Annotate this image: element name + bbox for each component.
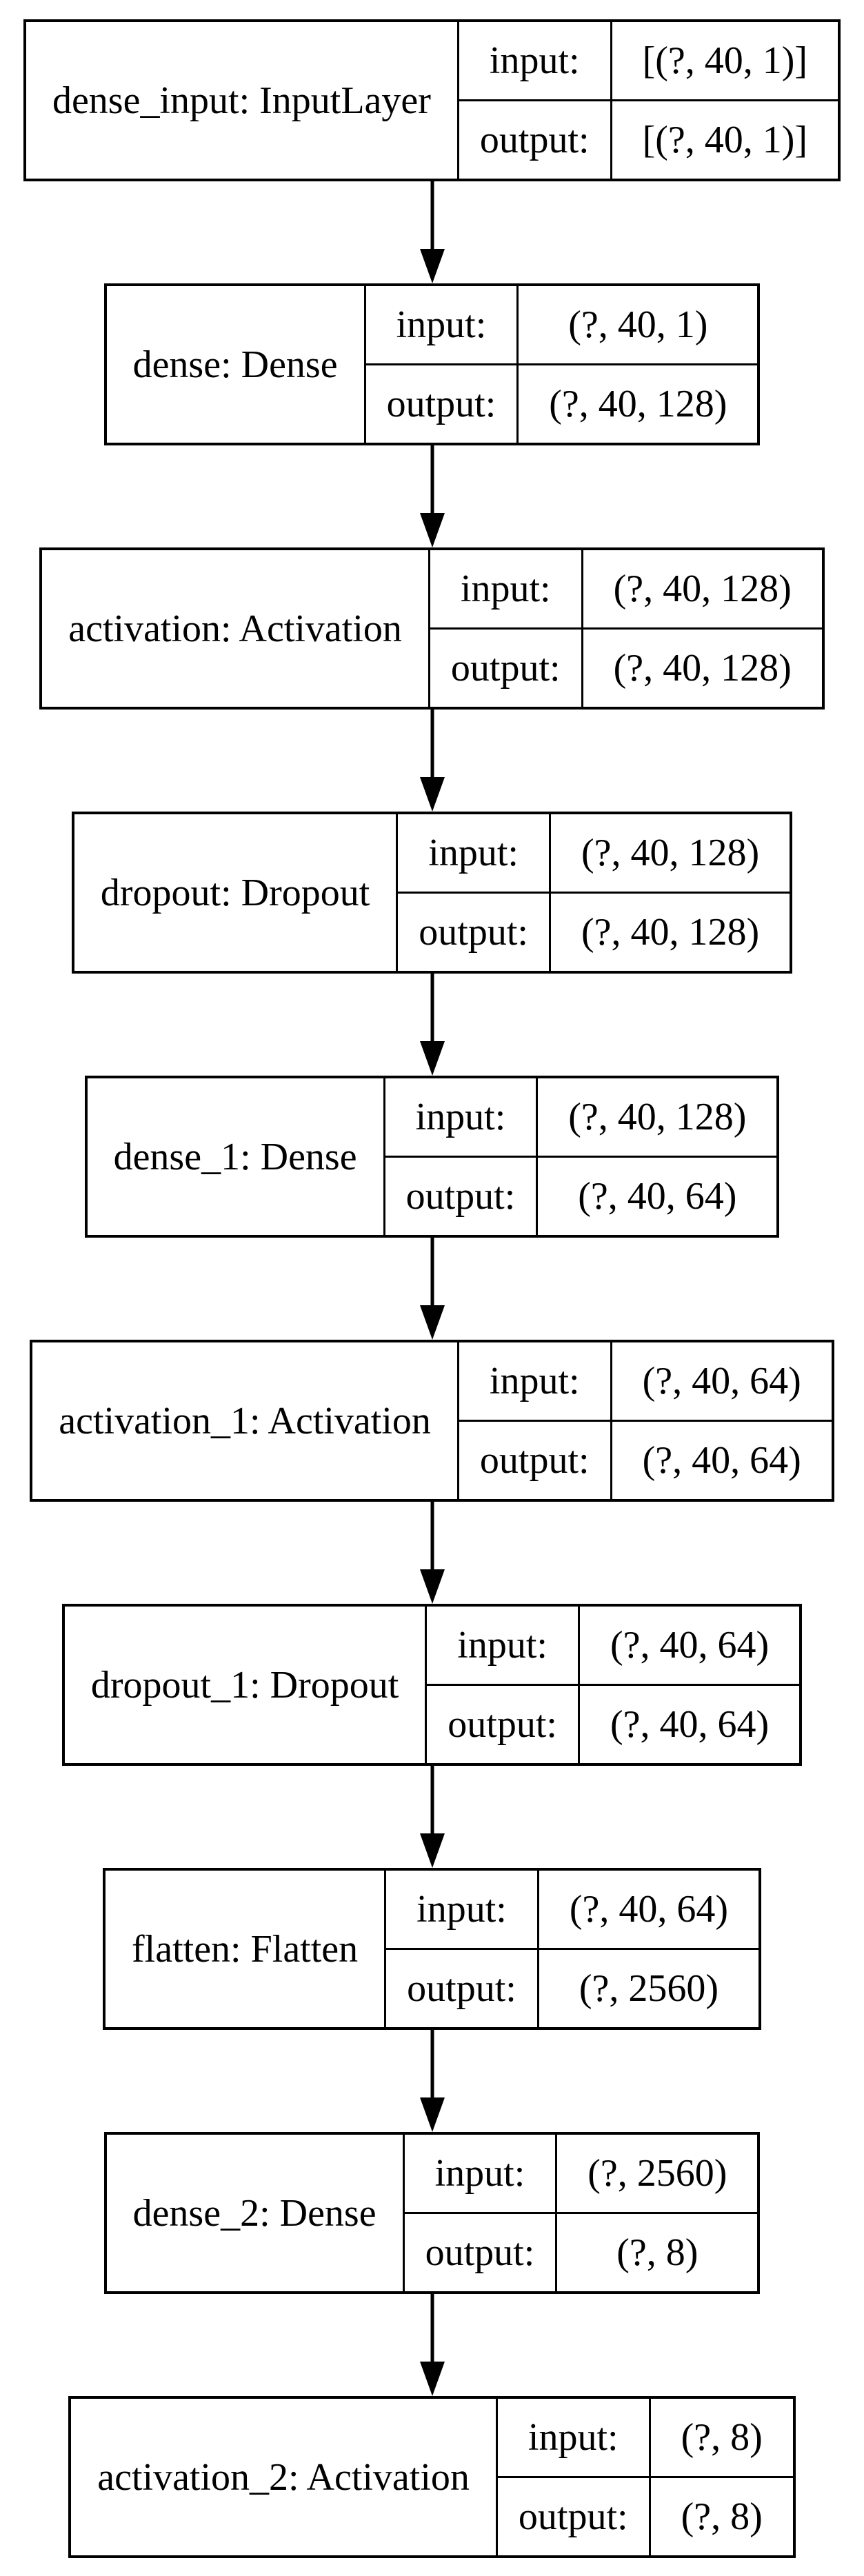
arrow-down-icon [419,513,445,547]
arrow-shaft [430,974,434,1044]
input-label: input: [383,1076,539,1158]
output-shape: (?, 8) [555,2212,760,2294]
input-label: input: [363,283,519,365]
arrow-down-icon [419,1305,445,1340]
input-shape: (?, 40, 1) [516,283,760,365]
layer-node-dropout: dropout: Dropout input: (?, 40, 128) out… [71,812,793,974]
output-shape: (?, 40, 64) [536,1156,779,1238]
arrow-shaft [430,2030,434,2100]
output-label: output: [456,99,612,181]
output-shape: (?, 2560) [536,1948,761,2030]
arrow-down-icon [419,1833,445,1868]
output-label: output: [384,1948,539,2030]
output-label: output: [363,363,519,445]
layer-node-dense: dense: Dense input: (?, 40, 1) output: (… [103,283,761,445]
input-label: input: [428,547,583,630]
input-label: input: [456,19,612,101]
arrow-shaft [430,1238,434,1308]
input-label: input: [384,1868,539,1950]
layer-name: dense_input: InputLayer [23,19,459,181]
connector-arrow [417,2030,448,2132]
output-shape: (?, 40, 128) [548,892,792,974]
input-label: input: [402,2132,558,2214]
arrow-shaft [430,2294,434,2364]
layer-node-activation-2: activation_2: Activation input: (?, 8) o… [68,2396,796,2558]
output-label: output: [402,2212,558,2294]
arrow-down-icon [419,1569,445,1604]
input-label: input: [396,812,551,894]
arrow-down-icon [419,1041,445,1076]
input-label: input: [456,1340,612,1422]
connector-arrow [417,710,448,812]
arrow-shaft [430,1502,434,1572]
layer-node-dense-input: dense_input: InputLayer input: [(?, 40, … [23,19,841,181]
connector-arrow [417,1766,448,1868]
layer-name: dense: Dense [104,283,366,445]
output-label: output: [495,2476,651,2558]
layer-name: activation: Activation [39,547,430,710]
connector-arrow [417,181,448,283]
layer-name: flatten: Flatten [103,1868,387,2030]
layer-name: dense_1: Dense [85,1076,385,1238]
output-label: output: [456,1420,612,1502]
connector-arrow [417,2294,448,2396]
arrow-shaft [430,181,434,252]
arrow-shaft [430,1766,434,1836]
arrow-down-icon [419,2362,445,2396]
arrow-down-icon [419,2097,445,2132]
input-label: input: [495,2396,651,2478]
input-shape: (?, 8) [648,2396,796,2478]
output-shape: [(?, 40, 1)] [610,99,841,181]
layer-name: activation_1: Activation [30,1340,459,1502]
layer-node-dense-2: dense_2: Dense input: (?, 2560) output: … [103,2132,761,2294]
input-shape: (?, 40, 128) [581,547,825,630]
layer-node-activation-1: activation_1: Activation input: (?, 40, … [30,1340,834,1502]
input-shape: (?, 40, 64) [536,1868,761,1950]
arrow-shaft [430,710,434,780]
input-shape: (?, 40, 64) [577,1604,802,1686]
input-shape: (?, 40, 128) [548,812,792,894]
output-shape: (?, 40, 128) [516,363,760,445]
output-label: output: [425,1684,580,1766]
output-shape: (?, 8) [648,2476,796,2558]
connector-arrow [417,445,448,547]
input-shape: (?, 2560) [555,2132,760,2214]
arrow-down-icon [419,777,445,812]
layer-name: dropout_1: Dropout [62,1604,428,1766]
output-label: output: [383,1156,539,1238]
input-shape: (?, 40, 128) [536,1076,779,1158]
layer-node-flatten: flatten: Flatten input: (?, 40, 64) outp… [103,1868,761,2030]
arrow-down-icon [419,249,445,283]
layer-name: activation_2: Activation [68,2396,498,2558]
input-label: input: [425,1604,580,1686]
layer-node-dropout-1: dropout_1: Dropout input: (?, 40, 64) ou… [61,1604,803,1766]
input-shape: [(?, 40, 1)] [610,19,841,101]
output-shape: (?, 40, 64) [610,1420,834,1502]
layer-node-dense-1: dense_1: Dense input: (?, 40, 128) outpu… [84,1076,780,1238]
layer-name: dropout: Dropout [72,812,399,974]
arrow-shaft [430,445,434,516]
output-label: output: [396,892,551,974]
output-label: output: [428,627,583,710]
output-shape: (?, 40, 128) [581,627,825,710]
connector-arrow [417,1238,448,1340]
layer-name: dense_2: Dense [104,2132,405,2294]
output-shape: (?, 40, 64) [577,1684,802,1766]
input-shape: (?, 40, 64) [610,1340,834,1422]
layer-node-activation: activation: Activation input: (?, 40, 12… [39,547,825,710]
connector-arrow [417,974,448,1076]
connector-arrow [417,1502,448,1604]
